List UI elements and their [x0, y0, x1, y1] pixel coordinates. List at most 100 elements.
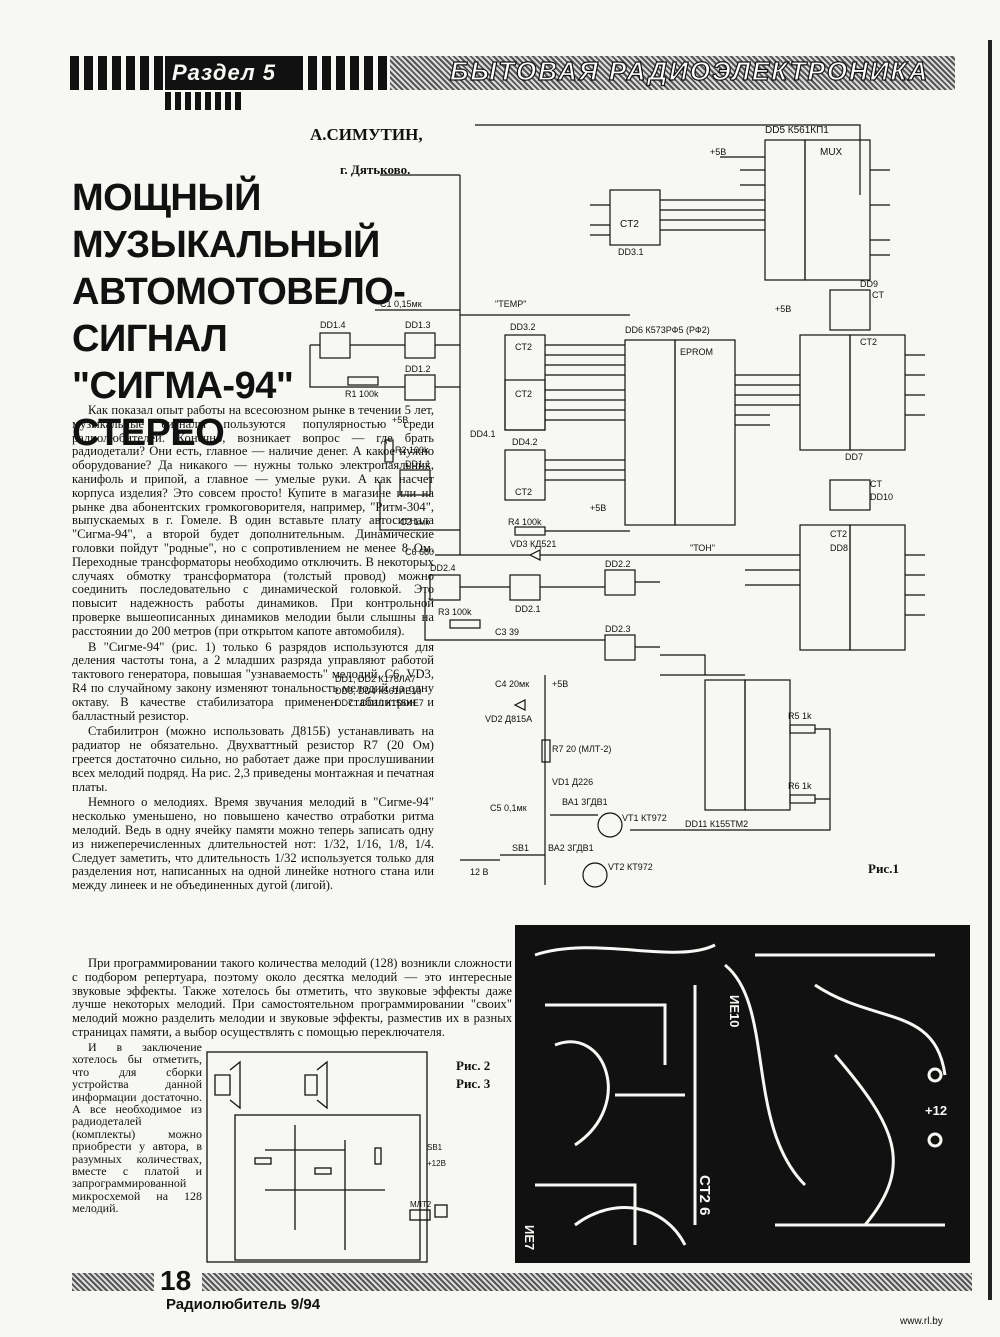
section-label-box [165, 56, 300, 90]
resistor-label: МЛТ2 [410, 1200, 432, 1209]
chip-label: DD9 [860, 279, 878, 289]
signal-label: "ТОН" [690, 543, 715, 553]
wire [379, 482, 460, 531]
component-label: R5 1k [788, 711, 812, 721]
wire [460, 675, 598, 885]
chip-dd10-top [829, 479, 871, 511]
chip-dd9-top [829, 289, 871, 331]
component-label: SB1 [512, 843, 529, 853]
resistor-r6 [789, 794, 816, 804]
supply-label: +5В [552, 679, 568, 689]
chip-label: DD4.2 [512, 437, 538, 447]
component-label: C3 39 [495, 627, 519, 637]
pcb-layout-fig3: +12 ИЕ10 СТ2 6 ИЕ7 [515, 925, 970, 1263]
sb1-label: SB1 [427, 1143, 443, 1152]
gate-dd1-4 [319, 332, 351, 359]
component-label: R7 20 (МЛТ-2) [552, 744, 611, 754]
chip-label: CT [872, 290, 884, 300]
chip-dd7-left [799, 334, 851, 451]
signal-label: "ТЕМР" [495, 299, 526, 309]
title-line: СИГНАЛ [72, 318, 228, 360]
component-label: C1 0,15мк [380, 299, 422, 309]
chip-label: CT2 [515, 487, 532, 497]
chip-label: MUX [820, 147, 843, 158]
article-author: А.СИМУТИН, [310, 125, 423, 144]
component-label: VD1 Д226 [552, 777, 593, 787]
gate-dd2-3 [604, 634, 636, 661]
page-edge-line [988, 40, 992, 1300]
transistor-vt2 [582, 862, 608, 888]
chip-label: CT2 [515, 389, 532, 399]
mounting-frame [206, 1051, 428, 1263]
pcb-label: СТ2 6 [696, 1175, 713, 1215]
power-label: +12В [427, 1159, 446, 1168]
pcb-label: ИЕ7 [522, 1225, 537, 1250]
figure-caption-fig1: Рис.1 [868, 861, 899, 876]
body-paragraph: В "Сигме-94" (рис. 1) только 6 разрядов … [72, 639, 434, 723]
mounting-diagram-fig2: SB1 +12В МЛТ2 [206, 1051, 448, 1263]
gate-dd2-4 [429, 574, 461, 601]
wire [745, 554, 925, 616]
resistor-r3 [449, 619, 481, 629]
component-label: C6 680 [405, 547, 434, 557]
component-label: C4 20мк [495, 679, 529, 689]
chip-label: DD5 К561КП1 [765, 125, 829, 136]
article-title: МОЩНЫЙ МУЗЫКАЛЬНЫЙ АВТОМОТОВЕЛО- СИГНАЛ … [72, 175, 406, 457]
body-paragraph: И в заключение хотелось бы отметить, что… [72, 1040, 202, 1216]
chip-dd4-1 [504, 379, 546, 431]
diode-vd2 [513, 699, 526, 711]
header-dither-band [390, 56, 955, 90]
figure-caption-fig2: Рис. 2 [456, 1058, 491, 1073]
transistor-vt1 [597, 812, 623, 838]
chip-label: DD2.1 [515, 604, 541, 614]
chip-label: DD3.2 [510, 322, 536, 332]
component [254, 1157, 272, 1165]
chip-label: CT2 [515, 342, 532, 352]
article-city: г. Дятьково. [340, 162, 411, 177]
resistor-r5 [789, 724, 816, 734]
gate-dd1-1 [399, 469, 431, 496]
supply-label: +5В [590, 503, 606, 513]
title-line: МУЗЫКАЛЬНЫЙ [72, 224, 380, 266]
component-label: R3 100k [438, 607, 472, 617]
wire [720, 156, 765, 186]
component-label: ВА2 3ГДВ1 [548, 843, 594, 853]
resistor-r4 [514, 526, 546, 536]
section-label: Раздел 5 [172, 60, 276, 85]
wire [475, 124, 861, 195]
component-label: ВА1 3ГДВ1 [562, 797, 608, 807]
chip-dd6 [624, 339, 676, 526]
body-paragraph: Стабилитрон (можно использовать Д815Б) у… [72, 724, 434, 794]
pcb-traces [534, 943, 947, 1246]
source-url: www.rl.by [900, 1316, 943, 1327]
supply-label: +5В [710, 147, 726, 157]
body-paragraph: При программировании такого количества м… [72, 956, 512, 1039]
chip-dd7-right [849, 334, 906, 451]
chip-label: EPROM [680, 347, 713, 357]
footer-dither-band [202, 1273, 972, 1291]
speaker-icon [304, 1060, 328, 1110]
footer-dither-band [72, 1273, 154, 1291]
resistor-r1 [347, 376, 379, 386]
article-body-column: Как показал опыт работы на всесоюзном ры… [72, 403, 434, 895]
legend-line: DD3, DD4 К561ИЕ10 [335, 686, 421, 696]
component-label: R4 100k [508, 517, 542, 527]
chip-label: DD8 [830, 543, 848, 553]
gate-dd1-2 [404, 374, 436, 401]
legend-line: DD7...DD10 К155ИЕ7 [335, 698, 424, 708]
chip-label: CT2 [860, 337, 877, 347]
chip-dd5 [764, 139, 806, 281]
resistor-mlt [409, 1209, 431, 1221]
chip-label: DD6 К573РФ5 (РФ2) [625, 325, 710, 335]
chip-dd11-left [704, 679, 746, 811]
chip-label: DD2.2 [605, 559, 631, 569]
chip-label: DD11 К155ТМ2 [685, 819, 748, 829]
diode-vd3 [528, 549, 541, 561]
wire [660, 199, 765, 231]
legend-line: DD1, DD2 К176ЛА7 [335, 674, 416, 684]
pcb-pad [927, 1067, 943, 1083]
chip-label: CT [870, 479, 882, 489]
chip-label: DD2.3 [605, 624, 631, 634]
supply-label: 12 В [470, 867, 489, 877]
chip-dd11-right [744, 679, 791, 811]
